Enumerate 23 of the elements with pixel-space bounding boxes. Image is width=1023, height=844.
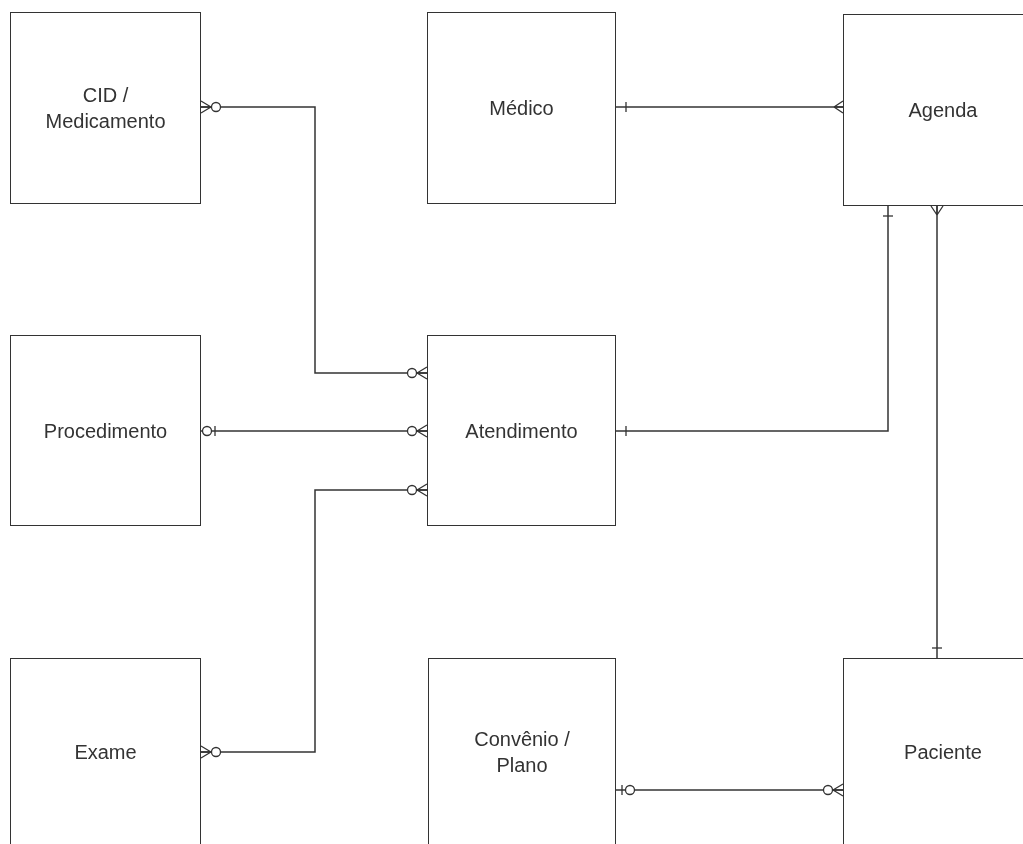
relationship-line [200,424,428,438]
entity-box [427,12,616,204]
entity-box [10,335,201,526]
entity-name: Atendimento [465,418,578,444]
entity-name: Agenda [908,98,978,123]
entity-name: Convênio / Plano [473,727,571,778]
relationship-line [930,205,944,659]
entity-name: Paciente [904,740,982,765]
relationship-line [615,783,844,797]
relationship-line [200,483,428,759]
entity-name: Exame [74,740,137,765]
entity-name: Médico [489,96,554,121]
relationship-line [200,100,428,380]
entity-box [843,658,1023,844]
relationship-line [615,205,894,437]
relationship-line [615,100,844,114]
entity-box [428,658,616,844]
entity-box [843,14,1023,206]
entity-box [10,658,201,844]
entity-box [10,12,201,204]
entity-name: Procedimento [43,418,168,444]
entity-name: CID / Medicamento [44,83,167,134]
entity-box [427,335,616,526]
